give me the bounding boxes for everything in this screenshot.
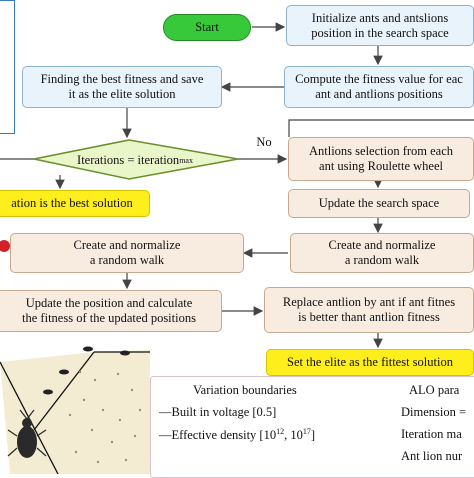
density-sep: , 10 bbox=[284, 428, 303, 443]
ant-lion-number-param: Ant lion nur bbox=[401, 449, 463, 463]
replace-line-2: is better thant antlion fitness bbox=[298, 310, 440, 324]
walk-left-line-2: a random walk bbox=[89, 253, 165, 267]
replace-line-1: Replace antlion by ant if ant fitnes bbox=[282, 295, 456, 309]
init-node: Initialize ants and antslions position i… bbox=[286, 5, 474, 46]
density-suffix: ] bbox=[310, 428, 316, 443]
fittest-text: Set the elite as the fittest solution bbox=[287, 355, 453, 369]
antlion-pit-illustration bbox=[0, 346, 150, 474]
red-dot-icon bbox=[0, 240, 10, 252]
best-line-1: Finding the best fitness and save bbox=[40, 72, 204, 86]
update-search-space-node: Update the search space bbox=[288, 189, 470, 218]
random-walk-left-node: Create and normalize a random walk bbox=[10, 233, 244, 273]
replace-antlion-node: Replace antlion by ant if ant fitnes is … bbox=[264, 287, 474, 333]
compute-fitness-node: Compute the fitness value for eac ant an… bbox=[284, 66, 474, 108]
iteration-max-param: Iteration ma bbox=[401, 427, 462, 441]
density-prefix: —Effective density [10 bbox=[159, 428, 277, 443]
left-panel-frame bbox=[0, 0, 15, 134]
update-position-node: Update the position and calculate the fi… bbox=[0, 290, 222, 332]
compute-line-1: Compute the fitness value for eac bbox=[295, 72, 463, 86]
no-text: No bbox=[256, 134, 272, 149]
selection-line-2: ant using Roulette wheel bbox=[319, 159, 443, 173]
walk-right-line-2: a random walk bbox=[344, 253, 420, 267]
best-fitness-node: Finding the best fitness and save it as … bbox=[22, 66, 222, 108]
update-pos-line-1: Update the position and calculate bbox=[25, 296, 193, 310]
iteration-label: Iterations = iteration bbox=[77, 152, 180, 167]
fittest-solution-node: Set the elite as the fittest solution bbox=[266, 349, 474, 376]
compute-line-2: ant and antlions positions bbox=[315, 87, 443, 101]
built-in-voltage: —Built in voltage [0.5] bbox=[159, 405, 277, 419]
dimension-param: Dimension = bbox=[401, 405, 467, 419]
best-line-2: it as the elite solution bbox=[68, 87, 176, 101]
no-label: No bbox=[252, 134, 276, 150]
antlion-selection-node: Antlions selection from each ant using R… bbox=[288, 137, 474, 181]
start-node: Start bbox=[163, 14, 251, 41]
variation-title: Variation boundaries bbox=[193, 383, 297, 397]
iteration-sub: max bbox=[179, 155, 193, 165]
parameters-panel: Variation boundaries —Built in voltage [… bbox=[150, 376, 474, 478]
random-walk-right-node: Create and normalize a random walk bbox=[290, 233, 474, 273]
update-space-text: Update the search space bbox=[318, 196, 440, 210]
elite-best-solution-node: ation is the best solution bbox=[0, 190, 150, 217]
density-exp2: 17 bbox=[302, 427, 311, 436]
alo-title: ALO para bbox=[409, 383, 460, 397]
start-label: Start bbox=[195, 20, 219, 34]
init-line-2: position in the search space bbox=[311, 25, 449, 40]
effective-density: —Effective density [1012, 1017] bbox=[159, 427, 315, 443]
walk-left-line-1: Create and normalize bbox=[73, 238, 181, 252]
init-line-1: Initialize ants and antslions bbox=[311, 10, 449, 25]
elite-best-text: ation is the best solution bbox=[11, 196, 133, 210]
selection-line-1: Antlions selection from each bbox=[308, 144, 454, 158]
update-pos-line-2: the fitness of the updated positions bbox=[22, 311, 196, 325]
walk-right-line-1: Create and normalize bbox=[328, 238, 436, 252]
density-exp1: 12 bbox=[276, 427, 285, 436]
